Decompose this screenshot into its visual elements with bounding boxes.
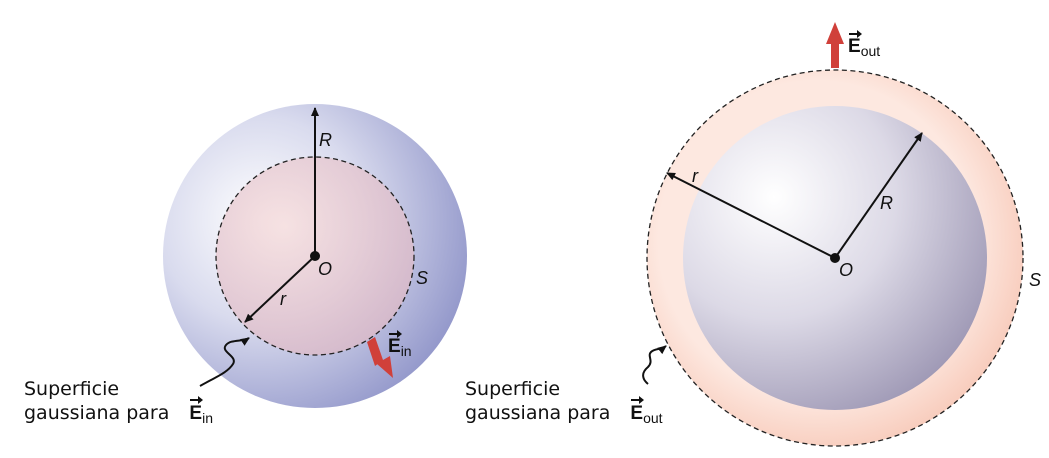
field-arrow-in (367, 337, 393, 378)
caption-field-out: Eout (630, 396, 663, 426)
field-label-out: Eout (848, 30, 881, 59)
label-S: S (416, 268, 428, 288)
radius-r-arrow-2 (666, 172, 836, 259)
pointer-squiggle (199, 337, 250, 387)
caption-field-in: Ein (189, 396, 213, 426)
label-R-2: R (880, 193, 893, 213)
pointer-squiggle-2 (642, 345, 667, 385)
center-point (310, 251, 320, 261)
center-point-2 (830, 253, 840, 263)
radius-R-arrow-2 (834, 132, 923, 259)
label-r: r (280, 289, 287, 309)
radius-r-arrow (244, 255, 316, 323)
label-R: R (319, 130, 332, 150)
right-figure: r R O S (642, 22, 1041, 447)
caption-right: Superficie gaussiana para Eout (465, 378, 663, 426)
label-r-2: r (692, 166, 699, 186)
caption-left: Superficie gaussiana para Ein (24, 378, 213, 426)
field-label-in: Ein (388, 330, 412, 359)
field-arrow-out (826, 22, 844, 68)
left-figure: R O r S (163, 104, 467, 408)
label-O: O (318, 259, 332, 279)
label-S-2: S (1029, 270, 1041, 290)
label-O-2: O (839, 260, 853, 280)
